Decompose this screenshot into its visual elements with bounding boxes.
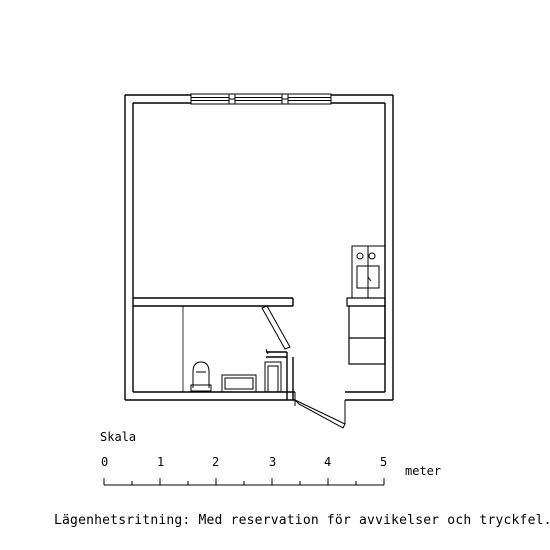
scale-tick-2: 2 — [212, 455, 219, 469]
plan-caption: Lägenhetsritning: Med reservation för av… — [54, 513, 550, 528]
sink-fixture — [221, 374, 257, 393]
scale-tick-1: 1 — [157, 455, 164, 469]
bathroom-door — [261, 305, 291, 355]
scale-label: Skala — [100, 430, 136, 444]
scale-unit: meter — [405, 464, 441, 478]
scale-tick-4: 4 — [324, 455, 331, 469]
kitchen-stove — [351, 245, 386, 299]
scale-tick-5: 5 — [380, 455, 387, 469]
closet-cabinet — [264, 361, 282, 393]
kitchen-counter — [346, 297, 386, 365]
window — [190, 93, 332, 105]
toilet-fixture — [190, 361, 212, 392]
entrance-door — [294, 392, 346, 429]
interior-walls — [133, 297, 294, 400]
exterior-walls — [124, 94, 394, 401]
scale-tick-3: 3 — [269, 455, 276, 469]
scale-bar — [103, 478, 385, 486]
scale-tick-0: 0 — [101, 455, 108, 469]
